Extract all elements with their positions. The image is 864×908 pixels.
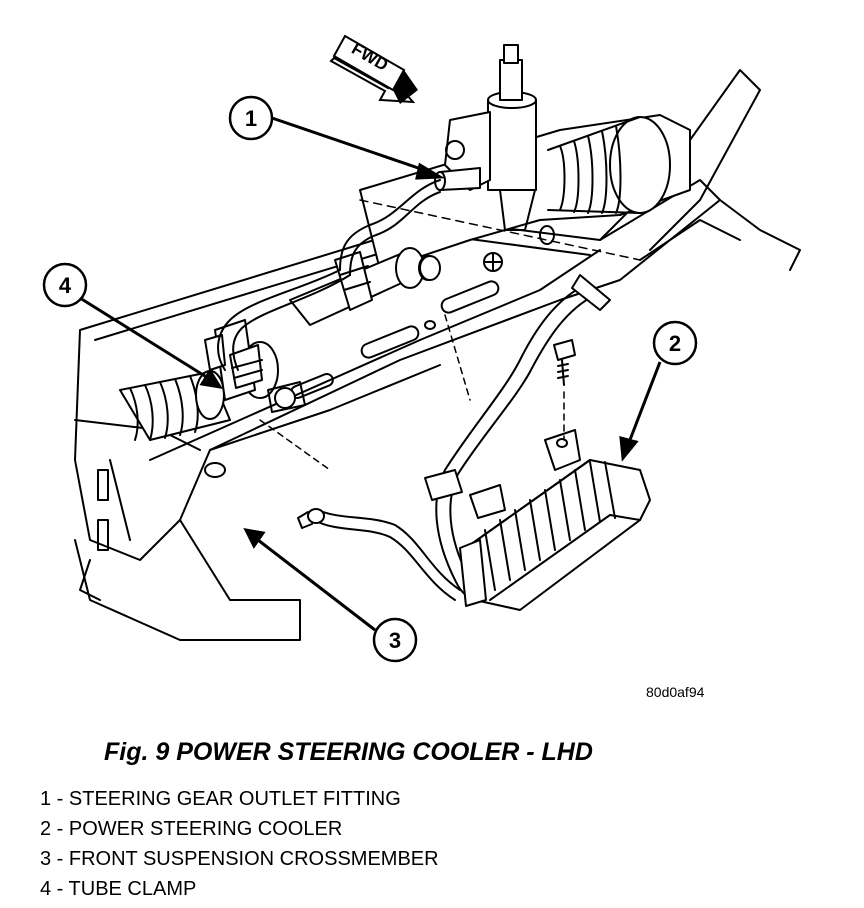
cooler-tube — [424, 274, 611, 601]
front-suspension-crossmember — [74, 69, 801, 641]
steering-gear-outlet-fitting — [434, 167, 481, 191]
callout-4: 4 — [42, 262, 88, 308]
figure-code: 80d0af94 — [646, 684, 705, 700]
callout-4-leader — [79, 296, 209, 380]
callout-2-leader — [626, 361, 662, 446]
right-bellows-boot — [547, 116, 671, 214]
callout-2-number: 2 — [669, 331, 681, 356]
legend: 1 - STEERING GEAR OUTLET FITTING 2 - POW… — [40, 784, 439, 904]
callout-3-leader — [257, 538, 376, 632]
callout-4-number: 4 — [59, 273, 72, 298]
callout-1-number: 1 — [245, 106, 257, 131]
callout-3: 3 — [372, 617, 418, 663]
power-steering-cooler — [459, 429, 651, 611]
legend-item: 3 - FRONT SUSPENSION CROSSMEMBER — [40, 848, 439, 870]
callout-2-arrowhead — [619, 435, 639, 462]
return-tube — [217, 179, 441, 371]
figure-title: Fig. 9 POWER STEERING COOLER - LHD — [104, 738, 593, 766]
callout-1: 1 — [228, 95, 274, 141]
inlet-tube — [297, 508, 461, 601]
callout-3-arrowhead — [243, 528, 266, 549]
forward-direction-arrow: FWD — [329, 34, 418, 104]
callout-2: 2 — [652, 320, 698, 366]
power-steering-cooler-diagram: FWD 1 2 3 4 80d0af94 — [42, 34, 801, 700]
legend-item: 2 - POWER STEERING COOLER — [40, 818, 343, 840]
tube-clamp — [204, 334, 263, 389]
legend-item: 4 - TUBE CLAMP — [40, 878, 197, 900]
legend-item: 1 - STEERING GEAR OUTLET FITTING — [40, 788, 401, 810]
tube-clamp-upper — [334, 251, 373, 311]
callout-1-arrowhead — [415, 162, 446, 180]
crossmember-bolt — [419, 252, 503, 281]
callout-1-leader — [271, 116, 431, 174]
callout-4-arrowhead — [199, 368, 224, 390]
cooler-bolt — [553, 339, 576, 386]
callout-3-number: 3 — [389, 628, 401, 653]
